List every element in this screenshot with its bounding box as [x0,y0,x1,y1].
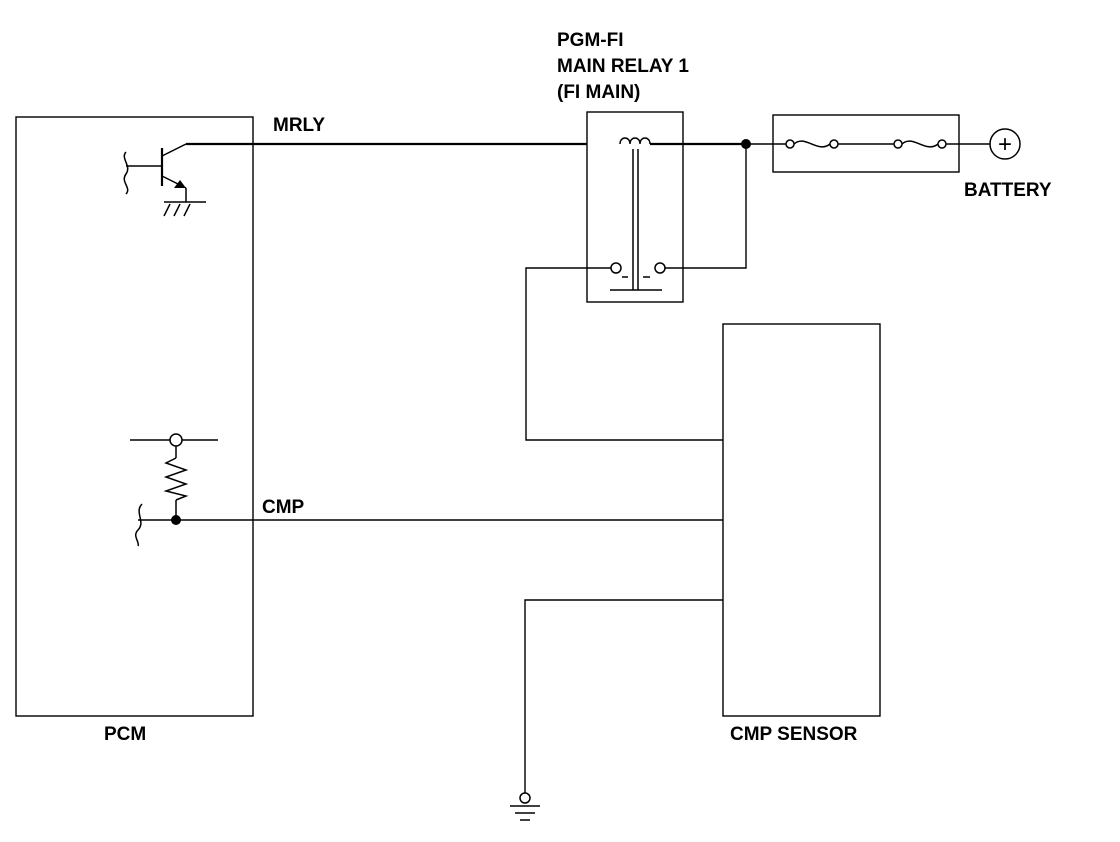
relay-label-line-2: MAIN RELAY 1 [557,56,689,77]
sensor-power-wire [525,267,723,441]
sensor-ground-wire [524,599,723,794]
pull-up-resistor-icon [130,433,218,520]
fuse-icon-2 [893,139,947,149]
transistor-icon [123,143,187,202]
cmp-sensor: CMP SENSOR [722,323,881,745]
relay-coil-icon [619,137,651,145]
mrly-label: MRLY [273,115,325,136]
pcm-module: PCM [15,116,254,745]
cmp-label: CMP [262,497,305,518]
battery-terminal-icon [989,128,1021,160]
battery-label: BATTERY [964,180,1052,201]
cmp-sensor-label: CMP SENSOR [730,724,858,745]
cmp-sensor-box [722,323,881,717]
cmp-wire: CMP [176,497,723,521]
pcm-label: PCM [104,724,146,745]
battery: + BATTERY [964,128,1052,201]
relay-label-line-3: (FI MAIN) [557,82,640,103]
relay-box [586,111,684,303]
relay-label-line-1: PGM-FI [557,30,624,51]
ground-icon [510,792,540,821]
relay-supply-wire [665,144,747,269]
cmp-input-icon [135,503,143,547]
mrly-wire: MRLY [186,115,620,146]
fuse-icon [785,139,839,149]
battery-terminal-symbol: + [998,131,1012,158]
pcm-ground-icon [163,201,206,217]
main-relay: PGM-FI MAIN RELAY 1 (FI MAIN) [557,30,746,303]
fuse-block [746,114,990,173]
pcm-box [15,116,254,717]
